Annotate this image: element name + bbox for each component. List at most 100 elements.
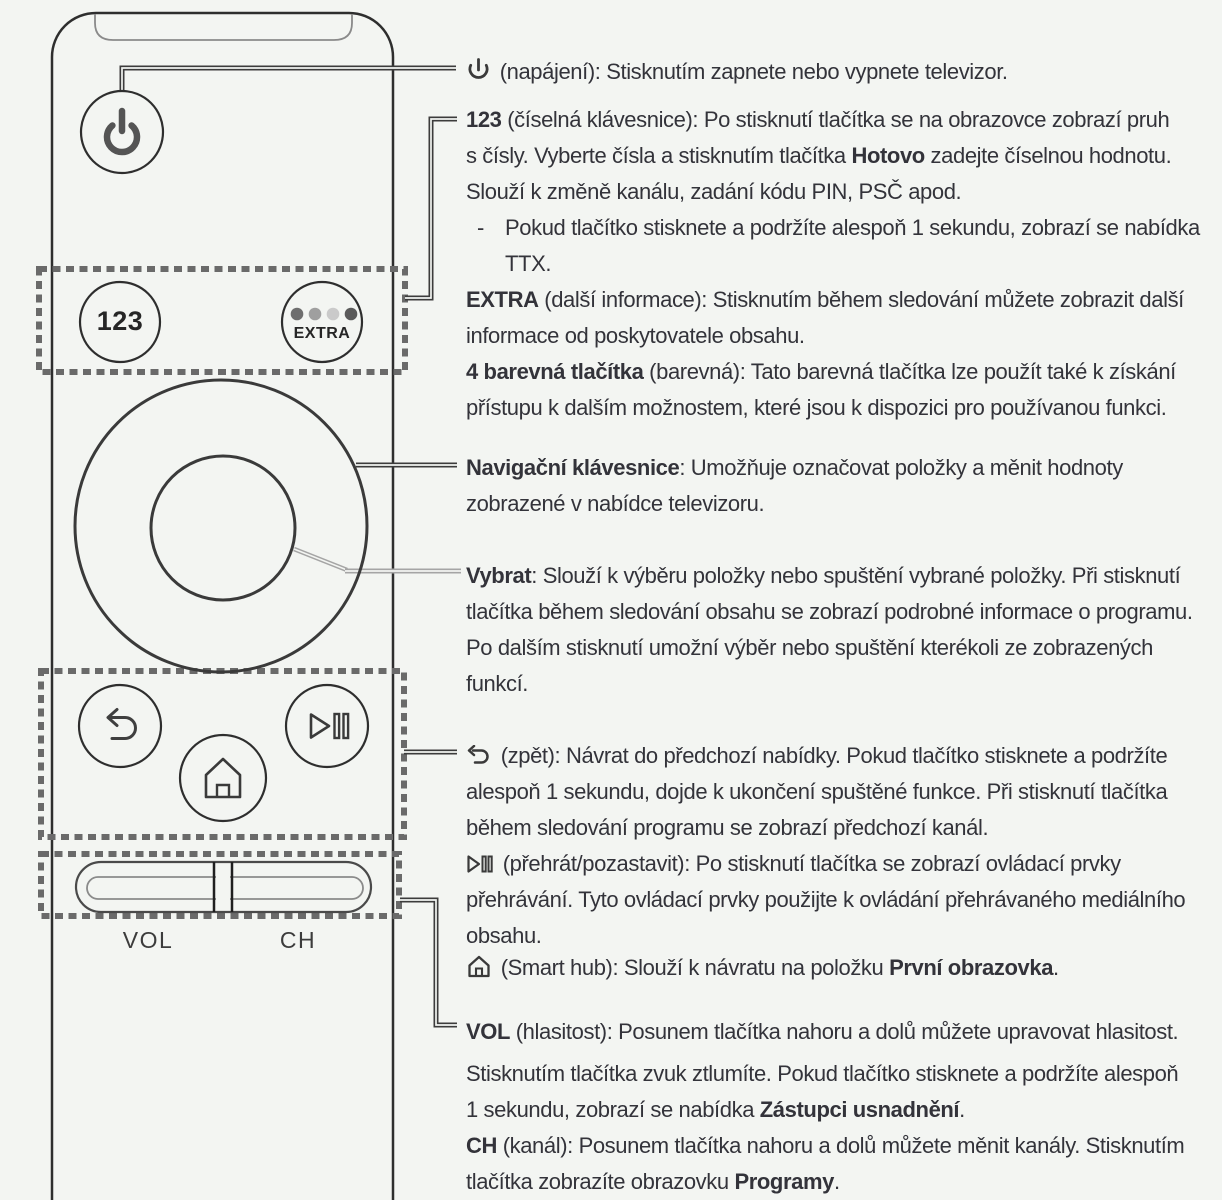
connector-power [119, 65, 456, 91]
nav-pad-desc: Navigační klávesnice: Umožňuje označovat… [466, 450, 1123, 522]
play-pause-desc: (přehrát/pozastavit): Po stisknutí tlačí… [466, 846, 1186, 954]
desc-text: (Smart hub): Slouží k návratu na položku [495, 955, 890, 980]
desc-text: (hlasitost): Posunem tlačítka nahoru a d… [510, 1019, 1179, 1044]
desc-line: (napájení): Stisknutím zapnete nebo vypn… [466, 54, 1008, 90]
rocker-divider [212, 862, 234, 912]
play-pause-button-icon [309, 712, 350, 740]
desc-term: Navigační klávesnice [466, 455, 680, 480]
desc-line: 1 sekundu, zobrazí se nabídka Zástupci u… [466, 1092, 1178, 1128]
desc-text: s čísly. Vyberte čísla a stisknutím tlač… [466, 143, 852, 168]
desc-term: VOL [466, 1019, 511, 1044]
desc-text: 1 sekundu, zobrazí se nabídka [466, 1097, 760, 1122]
desc-line: informace od poskytovatele obsahu. [466, 318, 1184, 354]
desc-term: Programy [734, 1169, 834, 1194]
desc-line: s čísly. Vyberte čísla a stisknutím tlač… [466, 138, 1172, 174]
desc-line: obsahu. [466, 918, 1185, 954]
desc-text: zadejte číselnou hodnotu. [924, 143, 1172, 168]
ttx-note: -Pokud tlačítko stisknete a podržíte ale… [477, 210, 1200, 282]
num-pad-button [78, 280, 162, 364]
desc-text: . [1053, 955, 1059, 980]
desc-term: Vybrat [466, 563, 532, 588]
desc-text: (zpět): Návrat do předchozí nabídky. Pok… [495, 743, 1168, 768]
desc-line: 123 (číselná klávesnice): Po stisknutí t… [466, 102, 1171, 138]
vol-desc: VOL (hlasitost): Posunem tlačítka nahoru… [466, 1014, 1179, 1050]
power-button-icon [103, 107, 141, 156]
numpad-desc: 123 (číselná klávesnice): Po stisknutí t… [466, 102, 1172, 210]
desc-text: (číselná klávesnice): Po stisknutí tlačí… [501, 107, 1170, 132]
desc-text: během sledování programu se zobrazí před… [466, 815, 989, 840]
back-button [77, 683, 163, 769]
power-icon [468, 58, 489, 79]
desc-line: Pokud tlačítko stisknete a podržíte ales… [505, 210, 1200, 246]
desc-line: přehrávání. Tyto ovládací prvky použijte… [466, 882, 1186, 918]
back-button-icon [106, 708, 137, 740]
rocker-gap [216, 868, 230, 906]
home-icon [468, 955, 490, 978]
remote-body-outline [50, 11, 395, 1200]
desc-line: Stisknutím tlačítka zvuk ztlumíte. Pokud… [466, 1056, 1179, 1092]
desc-text: tlačítka zobrazíte obrazovku [466, 1169, 735, 1194]
color-dot [308, 307, 322, 321]
desc-text: . [833, 1169, 840, 1194]
vol-rocker-label: VOL [122, 927, 174, 953]
desc-text: zobrazené v nabídce televizoru. [466, 491, 765, 516]
smart-hub-desc: (Smart hub): Slouží k návratu na položku… [466, 950, 1059, 986]
extra-button [280, 280, 364, 364]
num-pad-button-label: 123 [96, 306, 144, 336]
color-dot [344, 307, 358, 321]
desc-line: 4 barevná tlačítka (barevná): Tato barev… [466, 354, 1176, 390]
desc-text: přístupu k dalším možnostem, které jsou … [466, 395, 1167, 420]
home-button [178, 733, 268, 823]
extra-button-label: EXTRA [293, 325, 351, 342]
desc-text: . [959, 1097, 965, 1122]
desc-line: alespoň 1 sekundu, dojde k ukončení spuš… [466, 774, 1168, 810]
desc-text: : Slouží k výběru položky nebo spuštění … [531, 563, 1181, 588]
connector-numpad [405, 116, 457, 301]
color-buttons-desc: 4 barevná tlačítka (barevná): Tato barev… [466, 354, 1176, 426]
desc-text: (napájení): Stisknutím zapnete nebo vypn… [494, 59, 1008, 84]
desc-line: CH (kanál): Posunem tlačítka nahoru a do… [466, 1128, 1185, 1164]
desc-text: (barevná): Tato barevná tlačítka lze pou… [643, 359, 1176, 384]
numpad-dashed-zone [36, 266, 408, 375]
desc-line: (zpět): Návrat do předchozí nabídky. Pok… [466, 738, 1168, 774]
power-desc: (napájení): Stisknutím zapnete nebo vypn… [466, 54, 1008, 90]
select-desc: Vybrat: Slouží k výběru položky nebo spu… [466, 558, 1193, 702]
connector-select [293, 546, 461, 574]
back-icon [467, 745, 489, 764]
play-pause-icon [467, 855, 493, 873]
desc-term: 123 [466, 107, 502, 132]
select-button [149, 454, 297, 602]
desc-line: Vybrat: Slouží k výběru položky nebo spu… [466, 558, 1193, 594]
desc-term: 4 barevná tlačítka [466, 359, 644, 384]
desc-text: : Umožňuje označovat položky a měnit hod… [679, 455, 1123, 480]
desc-line: EXTRA (další informace): Stisknutím běhe… [466, 282, 1184, 318]
desc-text: Stisknutím tlačítka zvuk ztlumíte. Pokud… [466, 1061, 1179, 1086]
connector-vol [400, 897, 457, 1028]
ch-desc: CH (kanál): Posunem tlačítka nahoru a do… [466, 1128, 1185, 1200]
desc-text: Pokud tlačítko stisknete a podržíte ales… [505, 215, 1200, 240]
desc-term: Zástupci usnadnění [759, 1097, 960, 1122]
desc-line: Navigační klávesnice: Umožňuje označovat… [466, 450, 1123, 486]
desc-term: První obrazovka [889, 955, 1054, 980]
desc-line: přístupu k dalším možnostem, které jsou … [466, 390, 1176, 426]
color-dot [290, 307, 304, 321]
desc-text: alespoň 1 sekundu, dojde k ukončení spuš… [466, 779, 1168, 804]
desc-line: tlačítka zobrazíte obrazovku Programy. [466, 1164, 1184, 1200]
list-bullet: - [477, 215, 485, 240]
color-dot [326, 307, 340, 321]
desc-text: (další informace): Stisknutím během sled… [538, 287, 1184, 312]
nav-pad-ring [73, 378, 369, 674]
extra-desc: EXTRA (další informace): Stisknutím běhe… [466, 282, 1184, 354]
rocker-dashed-zone [38, 851, 402, 919]
desc-line: během sledování programu se zobrazí před… [466, 810, 1167, 846]
desc-text: Po dalším stisknutí umožní výběr nebo sp… [466, 635, 1153, 660]
remote-top-notch [94, 14, 353, 41]
vol-desc-2: Stisknutím tlačítka zvuk ztlumíte. Pokud… [466, 1056, 1179, 1128]
extra-color-dots [290, 307, 358, 321]
desc-line: Po dalším stisknutí umožní výběr nebo sp… [466, 630, 1193, 666]
desc-line: (Smart hub): Slouží k návratu na položku… [466, 950, 1059, 986]
home-button-icon [204, 757, 242, 799]
desc-line: (přehrát/pozastavit): Po stisknutí tlačí… [466, 846, 1185, 882]
